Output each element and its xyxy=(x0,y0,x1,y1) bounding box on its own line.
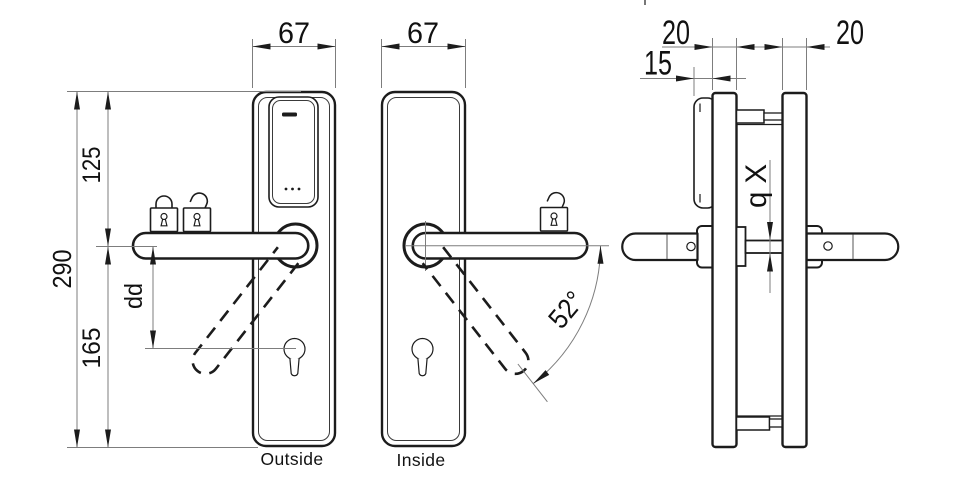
inside-plate xyxy=(380,90,467,448)
arrowhead xyxy=(764,44,783,50)
side-dimensions: 20 20 15 q X xyxy=(640,0,864,293)
arrowhead xyxy=(317,43,336,50)
angle-arc xyxy=(532,245,601,384)
outside-view-label: Outside xyxy=(260,449,323,469)
dim-label-top-to-handle: 125 xyxy=(78,147,106,184)
dim-label-height: 290 xyxy=(47,250,77,289)
dim-label-dd: dd xyxy=(120,283,148,309)
spindle-flange xyxy=(735,226,747,267)
dim-label-outside-thickness: 20 xyxy=(662,14,690,52)
inside-keyhole xyxy=(411,337,434,377)
outside-plate-side xyxy=(711,91,738,449)
arrowhead xyxy=(694,44,713,50)
arrowhead xyxy=(105,429,111,448)
top-screw-shaft xyxy=(763,112,783,121)
extension-lines xyxy=(693,38,807,96)
arrowhead xyxy=(150,246,156,265)
arrowhead xyxy=(105,246,111,265)
grip-joint-lines xyxy=(666,234,854,259)
arrowhead xyxy=(712,75,731,82)
dim-label-inside-width: 67 xyxy=(407,17,439,50)
arrowhead xyxy=(105,228,111,247)
arrowhead xyxy=(533,370,550,384)
card-reader-inner-line xyxy=(272,100,315,204)
arrowhead xyxy=(806,44,825,50)
arrowhead xyxy=(74,91,80,110)
arrowhead xyxy=(381,43,400,50)
dim-label-handle-rotation: 52° xyxy=(542,285,590,334)
padlock-unlocked-icon xyxy=(182,192,212,233)
arrowhead xyxy=(74,429,80,448)
card-reader-outline xyxy=(268,96,319,208)
bottom-screw-shaft xyxy=(768,418,783,428)
card-reader xyxy=(268,96,319,208)
outside-handle-lever-rotated-dashed xyxy=(191,246,300,376)
arrowhead xyxy=(676,75,694,82)
outside-handle-lever xyxy=(131,231,310,260)
inside-set-screw xyxy=(823,241,833,251)
dim-label-handle-to-bottom: 165 xyxy=(78,328,106,369)
dim-label-inside-thickness: 20 xyxy=(836,14,864,52)
dim-label-outside-width: 67 xyxy=(278,17,310,50)
outside-keyhole xyxy=(283,337,306,377)
arrowhead xyxy=(105,91,111,110)
arrowhead xyxy=(252,43,271,50)
bottom-screw-body xyxy=(735,416,771,431)
dim-label-reader-protrusion: 15 xyxy=(644,45,672,83)
handle-axis-crosshair xyxy=(405,221,609,271)
inside-handle-grip xyxy=(805,232,900,262)
inside-view-label: Inside xyxy=(396,450,445,470)
reader-led-dots-icon xyxy=(284,187,301,191)
spindle-bar xyxy=(744,239,784,254)
outside-view: Outside xyxy=(131,90,337,469)
outside-handle-grip xyxy=(621,232,699,262)
padlock-locked-icon xyxy=(149,195,179,233)
arrowhead xyxy=(150,330,156,349)
side-view xyxy=(621,91,900,449)
inside-plate-side xyxy=(781,91,808,449)
angle-extension-line xyxy=(517,363,548,403)
arrowhead xyxy=(736,44,755,50)
arrowhead xyxy=(767,222,773,240)
outside-dimensions: 67 290 125 165 dd xyxy=(47,17,336,448)
inside-view: Inside xyxy=(380,90,609,470)
reader-slot-icon xyxy=(282,112,297,117)
padlock-unlocked-icon xyxy=(539,191,569,232)
dim-label-spindle: q X xyxy=(740,164,773,208)
outside-handle-neck xyxy=(696,225,714,269)
arrowhead xyxy=(447,43,466,50)
top-screw-body xyxy=(735,109,765,124)
arrowhead xyxy=(767,253,773,272)
arrowhead xyxy=(597,245,604,264)
outside-set-screw xyxy=(686,241,696,252)
